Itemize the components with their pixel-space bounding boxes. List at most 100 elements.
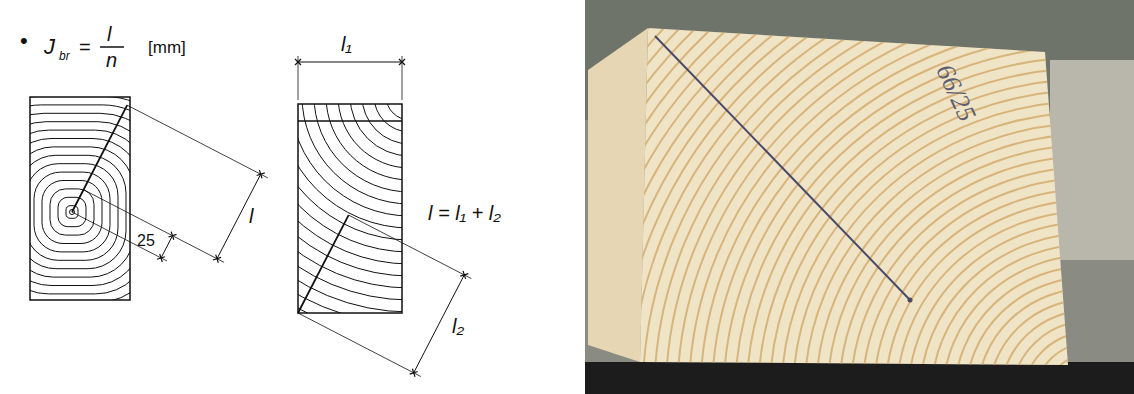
growth-ring — [828, 145, 1134, 394]
growth-ring — [30, 147, 130, 277]
growth-ring — [298, 104, 402, 313]
growth-ring — [298, 104, 402, 313]
growth-ring — [30, 97, 130, 300]
growth-ring — [608, 0, 1134, 394]
growth-ring — [362, 104, 402, 144]
growth-ring — [793, 112, 1134, 394]
symbol: J — [44, 36, 55, 58]
measure-line — [655, 36, 910, 300]
growth-ring — [446, 0, 1134, 394]
radial-line — [298, 215, 349, 313]
bullet: • — [20, 30, 28, 52]
growth-ring — [298, 104, 402, 313]
growth-ring — [539, 0, 1134, 394]
dimension-label: l₂ — [452, 316, 464, 336]
radial-line — [72, 105, 127, 212]
unit: [mm] — [148, 39, 186, 56]
growth-ring — [735, 57, 1134, 394]
timber-side — [588, 28, 648, 362]
growth-ring — [1047, 354, 1133, 394]
extension-line — [84, 190, 225, 263]
growth-ring — [712, 35, 1134, 394]
growth-ring — [314, 104, 402, 192]
growth-ring — [516, 0, 1134, 394]
growth-ring — [770, 90, 1134, 394]
growth-ring — [747, 68, 1134, 394]
growth-ring — [338, 104, 402, 168]
growth-ring — [851, 167, 1134, 394]
growth-ring — [885, 200, 1134, 394]
growth-ring — [30, 97, 130, 300]
numerator: l — [107, 24, 111, 44]
growth-ring — [550, 0, 1134, 394]
extension-line — [298, 313, 421, 377]
growth-ring — [298, 104, 402, 264]
growth-ring — [30, 139, 130, 286]
growth-ring — [1035, 343, 1134, 394]
growth-ring — [458, 0, 1134, 394]
formula: l = l₁ + l₂ — [428, 203, 501, 223]
growth-ring — [874, 189, 1134, 394]
dimension-label: 25 — [137, 233, 155, 249]
growth-ring — [758, 79, 1134, 394]
growth-ring — [908, 222, 1134, 394]
growth-ring — [943, 255, 1134, 394]
growth-ring — [931, 244, 1134, 394]
growth-ring — [298, 104, 402, 300]
growth-ring — [30, 105, 130, 300]
growth-ring — [298, 104, 402, 313]
growth-ring — [816, 134, 1134, 394]
growth-ring — [1001, 310, 1134, 394]
section-outline — [30, 97, 130, 300]
split-line — [298, 120, 402, 122]
growth-ring — [30, 164, 118, 261]
dimension-line — [217, 174, 261, 259]
growth-ring — [298, 104, 402, 276]
growth-ring — [677, 2, 1134, 394]
growth-ring — [1024, 332, 1134, 394]
extension-line — [298, 56, 299, 100]
fraction-bar — [100, 46, 124, 48]
growth-ring — [527, 0, 1134, 394]
growth-ring — [469, 0, 1134, 394]
growth-ring — [989, 299, 1134, 394]
equals-sign: = — [79, 37, 91, 57]
growth-ring — [920, 233, 1134, 394]
denominator: n — [106, 50, 117, 70]
growth-ring — [30, 97, 130, 300]
growth-ring — [298, 104, 402, 312]
growth-ring — [643, 0, 1134, 394]
growth-ring — [298, 104, 402, 216]
growth-ring — [666, 0, 1134, 394]
growth-ring — [504, 0, 1134, 394]
growth-ring — [298, 104, 402, 313]
growth-ring — [298, 104, 402, 228]
dimension-line — [414, 275, 465, 373]
growth-ring — [689, 13, 1134, 394]
growth-ring — [804, 123, 1134, 394]
growth-ring — [298, 104, 402, 288]
section-outline — [298, 104, 402, 313]
extension-line — [402, 56, 403, 100]
growth-ring — [298, 104, 402, 252]
growth-ring — [30, 155, 126, 268]
growth-ring — [386, 104, 402, 120]
growth-ring — [298, 104, 402, 313]
photo-stand — [585, 362, 1134, 394]
growth-ring — [298, 104, 402, 240]
measure-mark — [908, 298, 913, 303]
growth-ring — [30, 97, 130, 300]
growth-ring — [326, 104, 402, 180]
growth-ring — [573, 0, 1134, 394]
growth-ring — [30, 97, 130, 300]
growth-ring — [298, 104, 402, 313]
growth-ring — [597, 0, 1134, 394]
growth-ring — [30, 113, 130, 300]
dimension-label: l₁ — [341, 34, 352, 54]
growth-ring — [30, 130, 130, 294]
growth-ring — [1059, 365, 1122, 394]
growth-ring — [978, 288, 1134, 394]
extension-line — [72, 212, 167, 261]
subscript: br — [59, 50, 70, 62]
